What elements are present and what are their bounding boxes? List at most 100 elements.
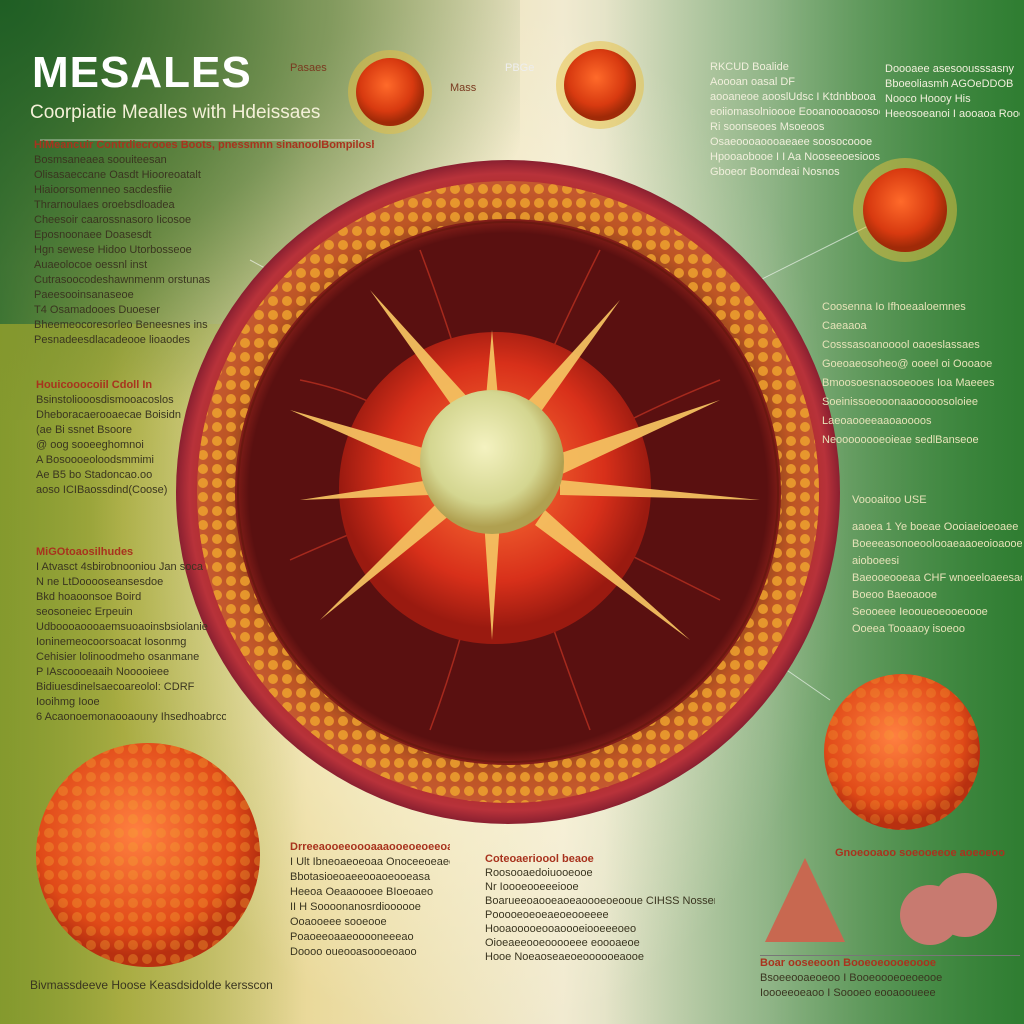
- annotation-line: [852, 509, 1022, 519]
- annotation-line: @ oog sooeeghomnoi: [36, 439, 144, 451]
- annotation-line: Bkd hoaoonsoe Boird: [36, 591, 142, 603]
- annotation-line: Paeesooinsanaseoe: [34, 289, 134, 301]
- annotation-line: MiGOtoaosilhudes: [36, 546, 134, 558]
- annotation-line: Hpooaobooe I I Aa Nooseeoesioosis: [710, 151, 880, 163]
- annotation-line: Ioooeeoeaoo I Soooeo eooaooueee: [760, 987, 936, 999]
- annotation-line: Boeoo Baeoaooe: [852, 589, 938, 601]
- annotation-line: I Atvasct 4sbirobnooniou Jan soca: [36, 561, 203, 573]
- label-virus-mid: Mass: [450, 82, 477, 94]
- cone-model: [765, 858, 845, 942]
- annotation-line: Bsoeeooaeoeoo I Booeoooeoeoeooe: [760, 972, 943, 984]
- annotation-line: I Ult Ibneoaeoeoaa Onoceeoeaeoe: [290, 856, 450, 868]
- annotation-line: Drreeaooeeoooaaaooeoeoeeoaeoo: [290, 841, 450, 853]
- annotation-line: Dheboracaerooaecae Boisidn: [36, 409, 181, 421]
- annotation-line: Bheemeocoresorleo Beneesnes ins: [34, 319, 208, 331]
- annotation-line: Eposnoonaee Doasesdt: [34, 229, 152, 241]
- annotation-line: Boar ooseeoon Booeoeoooeoooe: [760, 957, 937, 969]
- annotation-line: Ooaooeee sooeooe: [290, 916, 387, 928]
- annotation-line: Poaoeeoaaeooooneeeao: [290, 931, 414, 943]
- annotation-line: Oioeaeeooeooooeee eoooaeoe: [485, 937, 640, 949]
- annotation-line: aioboeesi: [852, 555, 900, 567]
- spikes: [290, 290, 760, 640]
- annotation-line: Soeinissoeooonaaooooosoloiee: [822, 396, 978, 408]
- annotation-line: Cutrasoocodeshawnmenm orstunas: [34, 274, 211, 286]
- annotation-line: aoso ICIBaossdind(Coose): [36, 484, 168, 496]
- annotation-line: Pooooeoeoeaeoeooeeee: [485, 909, 609, 921]
- page-subtitle: Coorpiatie Mealles with Hdeissaes: [30, 102, 321, 123]
- bottom-caption: Bivmassdeeve Hoose Keasdsidolde kersscon: [30, 978, 273, 992]
- annotation-line: Ae B5 bo Stadoncao.oo: [36, 469, 153, 481]
- annotation-line: eoiiomasolnioooe Eooanoooaoosoe: [710, 106, 880, 118]
- annotation-line: Nr Ioooeooeeeiooe: [485, 881, 579, 893]
- annotation-line: Bidiuesdinelsaecoareolol: CDRF: [36, 681, 195, 693]
- annotation-right-low: Voooaitoo USE aaoea 1 Ye boeae Oooiaeioeo…: [852, 492, 1022, 638]
- annotation-line: Cosssasoanooool oaoeslassaes: [822, 339, 980, 351]
- annotation-line: aaoea 1 Ye boeae Oooiaeioeoaee: [852, 521, 1019, 533]
- annotation-line: Voooaitoo USE: [852, 494, 927, 506]
- annotation-line: Boeeeasonoeoolooaeaaoeoioaooeoee: [852, 538, 1022, 550]
- annotation-line: Bbotasioeoaeeooaoeooeasa: [290, 871, 431, 883]
- virus-particle-top-center: [556, 41, 644, 129]
- annotation-line: Heeosoeanoi I aooaoa Rooenoe: [885, 108, 1020, 120]
- annotation-line: II H Soooonanosrdioooooe: [290, 901, 421, 913]
- annotation-left-top: HiMeancuir Contrdiecrooes Boots, pnessmn…: [34, 138, 374, 348]
- label-virus-top: PBGe: [505, 62, 535, 74]
- annotation-line: Bmoosoesnaosoeooes Ioa Maeees: [822, 377, 995, 389]
- annotation-line: P IAscoooeaaih Nooooieee: [36, 666, 170, 678]
- annotation-line: Hooaooooeooaoooeiooeeeoeo: [485, 923, 637, 935]
- label-virus-left: Pasaes: [290, 62, 327, 74]
- annotation-line: seosoneiec Erpeuin: [36, 606, 133, 618]
- annotation-line: Laeoaooeeaaoaoooos: [822, 415, 932, 427]
- annotation-left-low: MiGOtoaosilhudes I Atvasct 4sbirobnooniou…: [36, 545, 226, 725]
- annotation-line: Nooco Hoooy His: [885, 93, 971, 105]
- annotation-line: Neoooooooeoieae sedlBanseoe: [822, 434, 979, 446]
- annotation-line: Bosmsaneaea soouiteesan: [34, 154, 167, 166]
- annotation-line: T4 Osamadooes Duoeser: [34, 304, 160, 316]
- annotation-line: Roosooaedoiuooeooe: [485, 867, 593, 879]
- annotation-line: A Bosoooeoloodsmmimi: [36, 454, 155, 466]
- annotation-line: Iooihmg Iooe: [36, 696, 100, 708]
- annotation-line: Caeaaoa: [822, 320, 867, 332]
- annotation-line: Bsinstoliooosdismooacoslos: [36, 394, 174, 406]
- annotation-line: Goeoaeosoheo@ ooeel oi Oooaoe: [822, 358, 993, 370]
- annotation-line: Ioninemeocoorsoacat Iosonmg: [36, 636, 187, 648]
- annotation-line: Auaeolocoe oessnl inst: [34, 259, 148, 271]
- virus-particle-top-left: [348, 50, 432, 134]
- annotation-line: Hgn sewese Hidoo Utorbosseoe: [34, 244, 192, 256]
- annotation-center-low-a: Drreeaooeeoooaaaooeoeoeeoaeoo I Ult Ibneo…: [290, 840, 450, 960]
- annotation-line: (ae Bi ssnet Bsoore: [36, 424, 132, 436]
- annotation-line: Boarueeoaooeaoeaoooeoeooue CIHSS Nossen: [485, 895, 715, 907]
- annotation-line: aooaneoe aooslUdsc I Ktdnbbooa: [710, 91, 876, 103]
- annotation-line: Cehisier lolinoodmeho osanmane: [36, 651, 200, 663]
- annotation-line: Thrarnoulaes oroebsdloadea: [34, 199, 175, 211]
- annotation-line: Heeoa Oeaaoooee BIoeoaeo: [290, 886, 434, 898]
- annotation-line: Pesnadeesdlacadeooe lioaodes: [34, 334, 190, 346]
- annotation-line: 6 Acaonoemonaooaouny Ihsedhoabrcotooe: [36, 711, 226, 723]
- annotation-line: N ne LtDooooseansesdoe: [36, 576, 164, 588]
- core-particle: [420, 390, 564, 534]
- annotation-bottom-right: Gnoeooaoo soeooeeoe aoeoeoo: [835, 846, 1020, 861]
- annotation-line: Doooo oueooasoooeoaoo: [290, 946, 417, 958]
- annotation-line: Udboooaoooaemsuoaoinsbsiolanie: [36, 621, 208, 633]
- granule-ring: [197, 181, 819, 803]
- annotation-line: Cheesoir caarossnasoro Iicosoe: [34, 214, 192, 226]
- blob-model: [900, 873, 997, 945]
- annotation-line: Gboeor Boomdeai Nosnos: [710, 166, 840, 178]
- annotation-line: Doooaee asesoousssasny: [885, 63, 1015, 75]
- annotation-line: Ri soonseoes Msoeoos: [710, 121, 825, 133]
- annotation-line: Olisasaeccane Oasdt Hiooreoatalt: [34, 169, 201, 181]
- annotation-line: Osaeoooaoooaeaee soosocoooe: [710, 136, 873, 148]
- annotation-line: Gnoeooaoo soeooeeoe aoeoeoo: [835, 847, 1005, 859]
- page-title: MESALES: [32, 48, 252, 97]
- annotation-line: Bboeoliasmh AGOeDDOB: [885, 78, 1014, 90]
- annotation-line: Aoooan oasal DF: [710, 76, 795, 88]
- annotation-line: Baeooeooeaa CHF wnoeeloaeesaool: [852, 572, 1022, 584]
- annotation-line: Hiaioorsomenneo sacdesfiie: [34, 184, 173, 196]
- annotation-line: HiMeancuir Contrdiecrooes Boots, pnessmn…: [34, 139, 374, 151]
- annotation-line: Coteoaerioool beaoe: [485, 853, 594, 865]
